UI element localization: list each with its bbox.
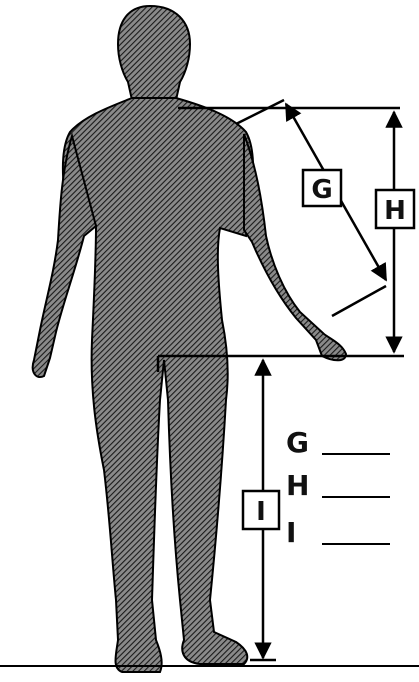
h-label-text: H <box>384 196 406 226</box>
g-label-text: G <box>311 175 332 205</box>
figure-head <box>118 6 190 100</box>
answer-letter-i: I <box>286 516 296 549</box>
answer-row-g: G <box>286 426 390 459</box>
figure-right-arm <box>244 134 346 360</box>
answer-letter-g: G <box>286 426 309 459</box>
body-silhouette <box>33 6 346 672</box>
answer-row-i: I <box>286 516 390 549</box>
g-wrist-connector <box>332 286 386 316</box>
g-label-box: G <box>303 170 341 206</box>
answer-list: G H I <box>286 426 390 549</box>
h-label-box: H <box>376 190 414 228</box>
figure-torso-legs <box>63 98 253 672</box>
i-label-text: I <box>256 497 266 527</box>
g-shoulder-connector <box>236 100 284 124</box>
answer-row-h: H <box>286 469 390 502</box>
i-label-box: I <box>243 491 279 529</box>
answer-letter-h: H <box>286 469 309 502</box>
